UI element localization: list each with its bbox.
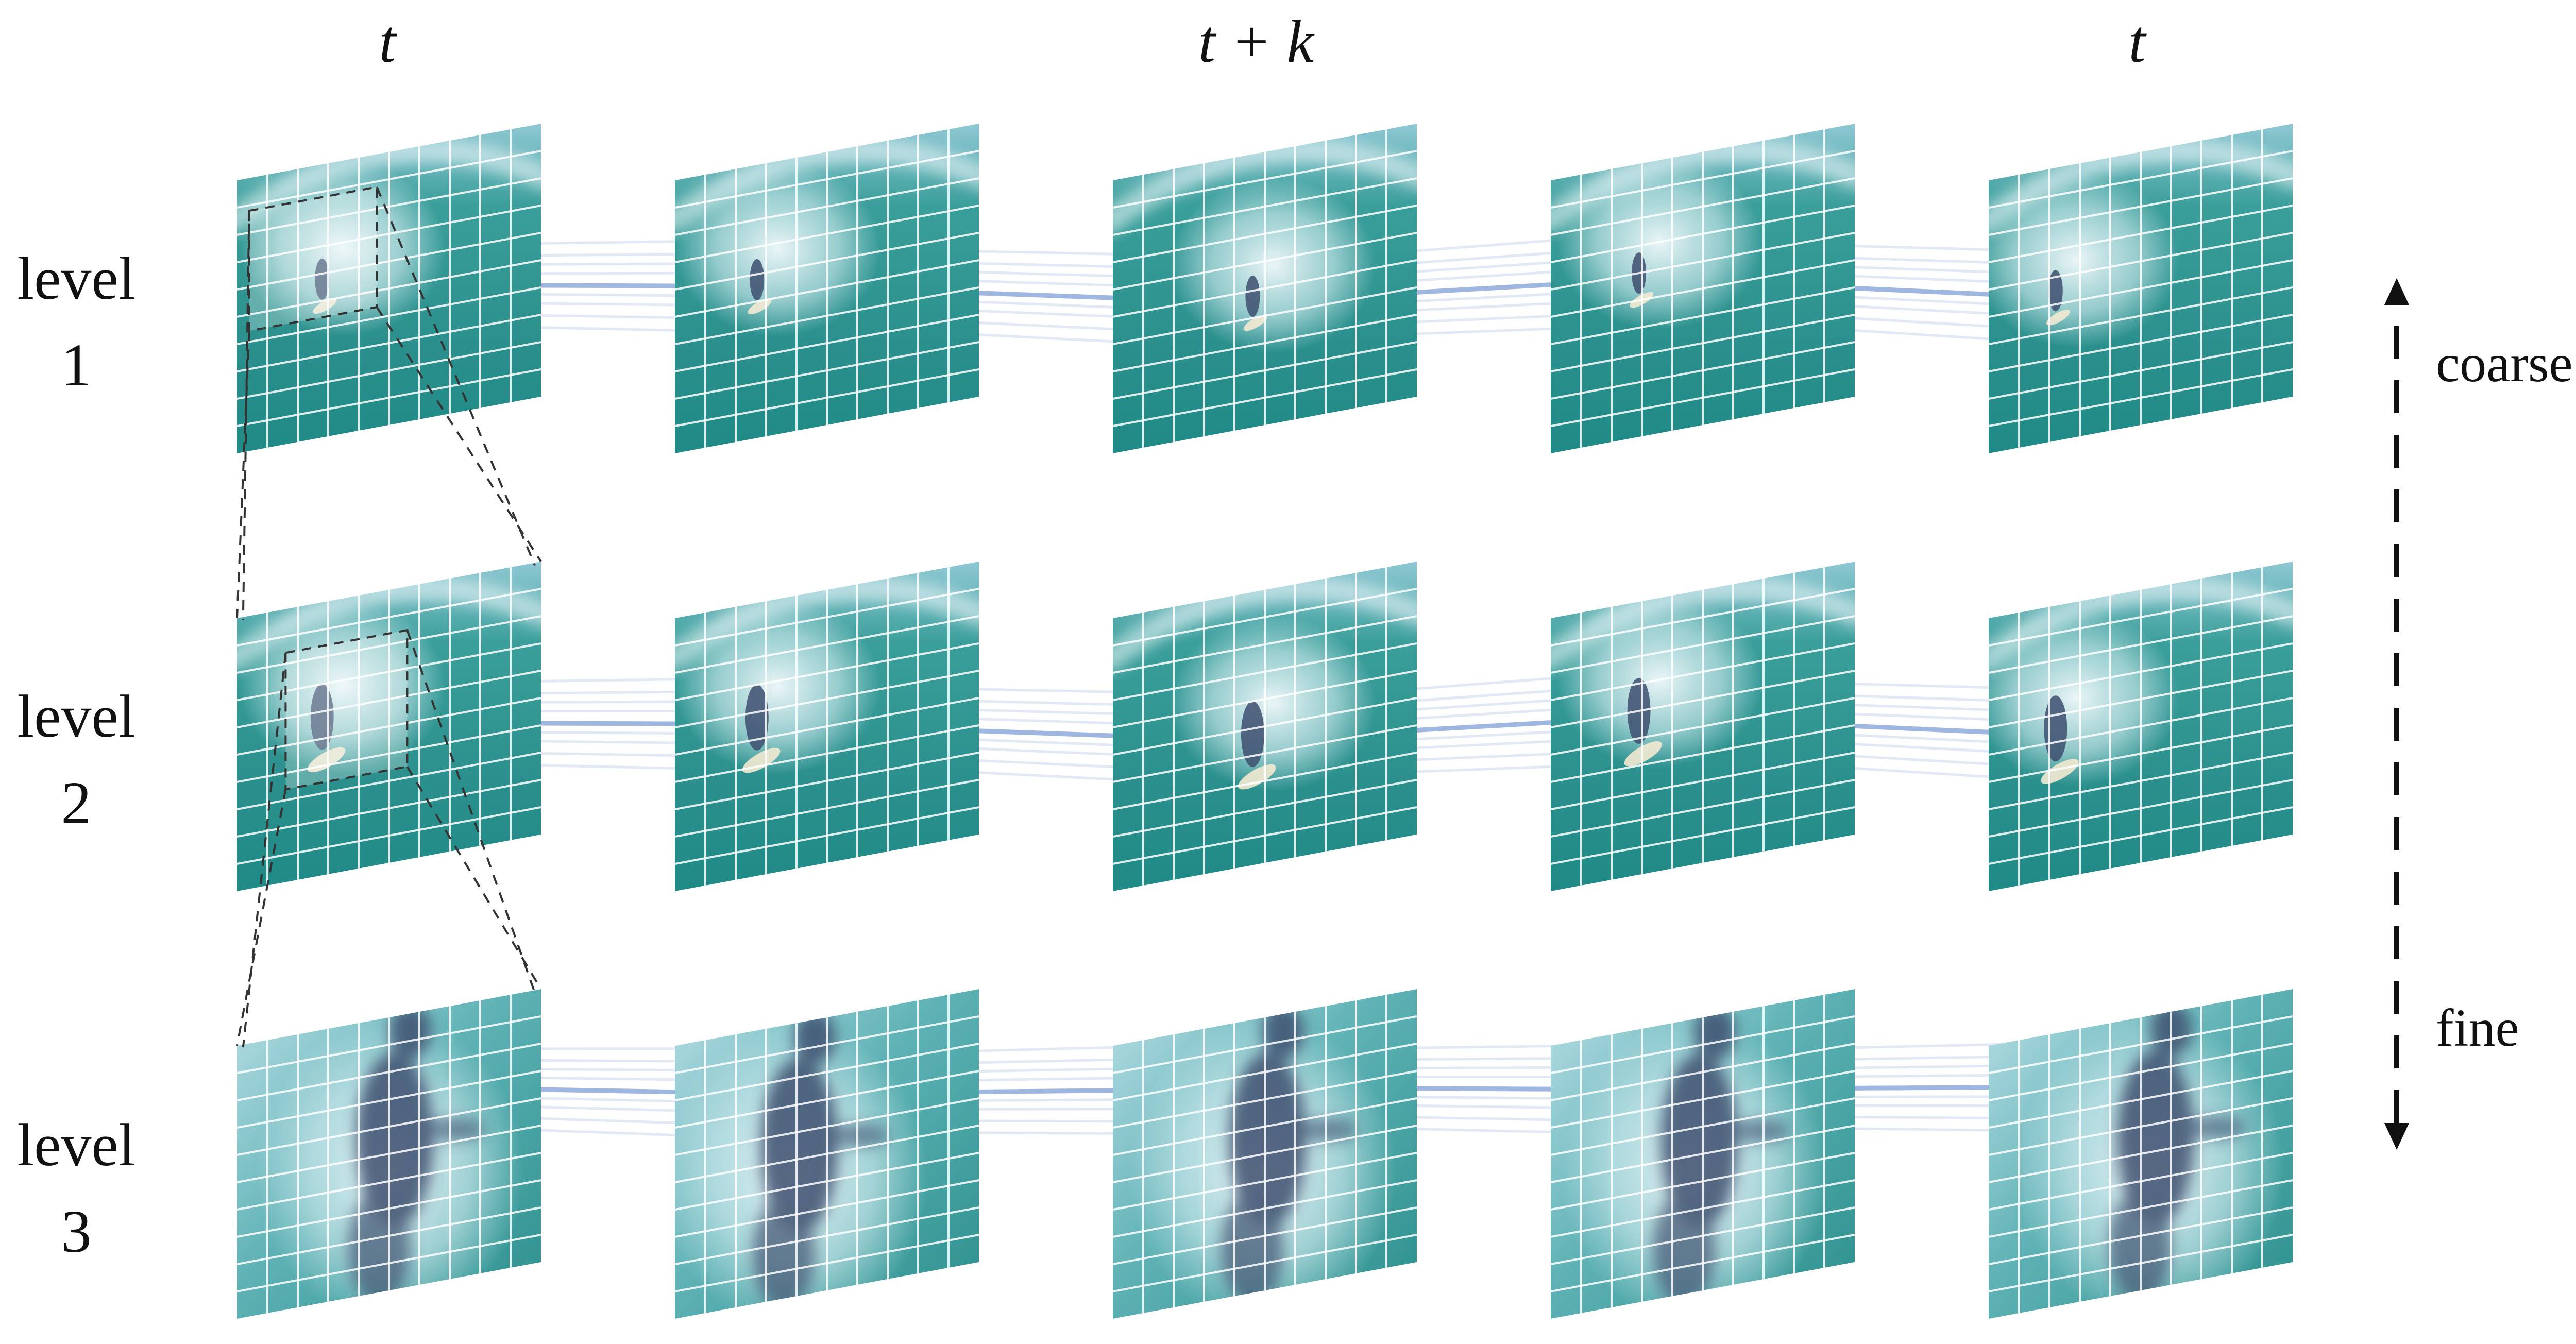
fine-label: fine xyxy=(2436,998,2519,1058)
arrow-head-up-icon xyxy=(2384,278,2409,305)
frame-level-3-col-5 xyxy=(1989,989,2293,1323)
frame-level-2-col-2 xyxy=(665,562,989,891)
arrow-head-down-icon xyxy=(2384,1123,2409,1150)
frame-level-2-col-4 xyxy=(1540,562,1865,891)
frame-level-3-col-2 xyxy=(660,989,979,1331)
zoom-window xyxy=(285,630,407,789)
level-1-word: level xyxy=(17,245,135,312)
level-2-number: 2 xyxy=(61,769,92,837)
time-label-first: t xyxy=(379,8,398,75)
level-3-word: level xyxy=(17,1111,135,1179)
time-label-middle: t + k xyxy=(1198,8,1315,75)
frame-level-3-col-1 xyxy=(237,989,541,1325)
frame-level-3-col-4 xyxy=(1551,989,1855,1327)
frame-level-2-col-3 xyxy=(1103,562,1427,891)
frame-level-1-col-2 xyxy=(665,124,989,453)
time-label-last: t xyxy=(2129,8,2147,75)
level-1-number: 1 xyxy=(61,331,92,399)
frame-level-1-col-4 xyxy=(1540,124,1865,453)
coarse-to-fine-arrow xyxy=(2384,278,2409,1150)
frame-level-3-col-3 xyxy=(1113,989,1417,1325)
frame-level-2-col-5 xyxy=(1973,562,2303,891)
level-3-number: 3 xyxy=(61,1198,92,1265)
frame-level-1-col-5 xyxy=(1973,124,2303,453)
frame-pyramid xyxy=(227,124,2303,1331)
zoom-window xyxy=(249,187,377,331)
coarse-label: coarse xyxy=(2436,334,2573,393)
frame-level-1-col-3 xyxy=(1103,124,1427,453)
level-2-word: level xyxy=(17,683,135,750)
